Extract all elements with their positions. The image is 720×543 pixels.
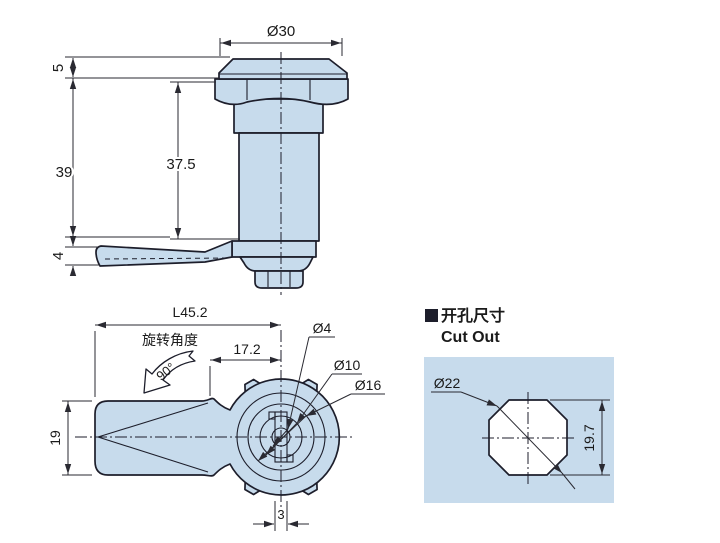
lock-head-cap xyxy=(218,58,348,80)
leader-line xyxy=(305,393,352,417)
dim-overall-height: 39 xyxy=(56,164,73,181)
leader-line xyxy=(296,373,333,424)
cam-hub xyxy=(231,240,317,258)
side-view xyxy=(95,52,349,295)
dim-grip-length: 37.5 xyxy=(166,156,195,173)
rotation-angle-label: 旋转角度 xyxy=(142,332,198,348)
cam-chamfer-line xyxy=(97,436,209,473)
section-marker-icon xyxy=(425,309,438,322)
dim-hole-height: 19.7 xyxy=(581,424,597,451)
dim-collar-diameter: Ø16 xyxy=(355,377,382,393)
plan-view-dimensions: L45.2 17.2 旋转角度 90° 19 3 Ø4 Ø10 Ø16 xyxy=(47,304,385,531)
dim-cam-width: 19 xyxy=(47,430,63,446)
hex-nut-top xyxy=(214,78,349,106)
dim-cam-length: L45.2 xyxy=(172,304,207,320)
cutout-section: 开孔尺寸 Cut Out Ø22 19.7 xyxy=(424,306,614,503)
leader-line xyxy=(496,405,563,474)
dim-center-offset: 17.2 xyxy=(233,341,260,357)
keyway-step xyxy=(268,411,276,420)
leader-line xyxy=(287,336,310,430)
cutout-title-en: Cut Out xyxy=(441,329,500,346)
cutout-title-zh: 开孔尺寸 xyxy=(441,306,505,325)
dim-shaft-diameter: Ø4 xyxy=(313,320,332,336)
handle-hidden-line xyxy=(104,257,229,260)
cam-handle-side xyxy=(95,240,233,267)
keyway-step xyxy=(286,454,294,463)
dim-head-diameter: Ø30 xyxy=(267,23,295,40)
dim-slot-width: 3 xyxy=(277,507,284,522)
dim-boss-diameter: Ø10 xyxy=(334,357,361,373)
washer xyxy=(239,256,314,272)
dim-hole-diameter: Ø22 xyxy=(434,375,461,391)
plan-view xyxy=(75,330,352,514)
dim-cap-height: 5 xyxy=(50,64,67,72)
bottom-hex-nut xyxy=(254,270,304,289)
lock-upper-body xyxy=(233,98,324,134)
lock-main-body xyxy=(238,132,320,242)
side-view-dimensions: Ø30 5 39 37.5 4 xyxy=(50,23,343,276)
leader-line xyxy=(460,391,498,407)
leader-tail xyxy=(561,472,576,490)
dim-cam-thickness: 4 xyxy=(50,252,67,260)
leader-line xyxy=(257,415,307,462)
rotation-arrow-icon xyxy=(143,350,196,394)
leader-line xyxy=(272,428,289,447)
cam-chamfer-line xyxy=(97,402,209,438)
